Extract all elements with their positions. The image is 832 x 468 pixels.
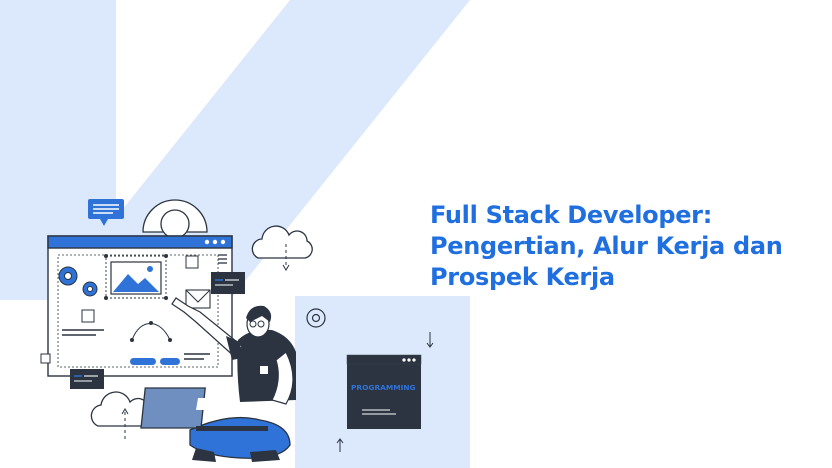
programming-terminal: PROGRAMMING (346, 354, 422, 429)
developer-person (140, 297, 296, 462)
article-title: Full Stack Developer: Pengertian, Alur K… (430, 200, 820, 293)
laptop-brand-line-2: IT (209, 406, 217, 414)
gear-outline-icon (306, 308, 326, 328)
settings-gear-icon (58, 266, 98, 297)
image-icon (104, 254, 168, 300)
terminal-label: PROGRAMMING (351, 383, 416, 392)
mail-icon (185, 289, 211, 309)
laptop-brand-line-1: Kantin (209, 398, 235, 406)
title-line-2: Pengertian, Alur Kerja dan (430, 232, 783, 260)
laptop-logo: Kantin IT (196, 398, 235, 414)
code-window-icon (70, 272, 245, 389)
chat-bubble-icon (88, 199, 124, 226)
cloud-icon (251, 225, 313, 271)
title-line-3: Prospek Kerja (430, 263, 615, 291)
sticky-note-icon (81, 255, 199, 323)
gear-icon (142, 199, 208, 239)
title-line-1: Full Stack Developer: (430, 201, 713, 229)
arrow-icon (336, 332, 434, 452)
